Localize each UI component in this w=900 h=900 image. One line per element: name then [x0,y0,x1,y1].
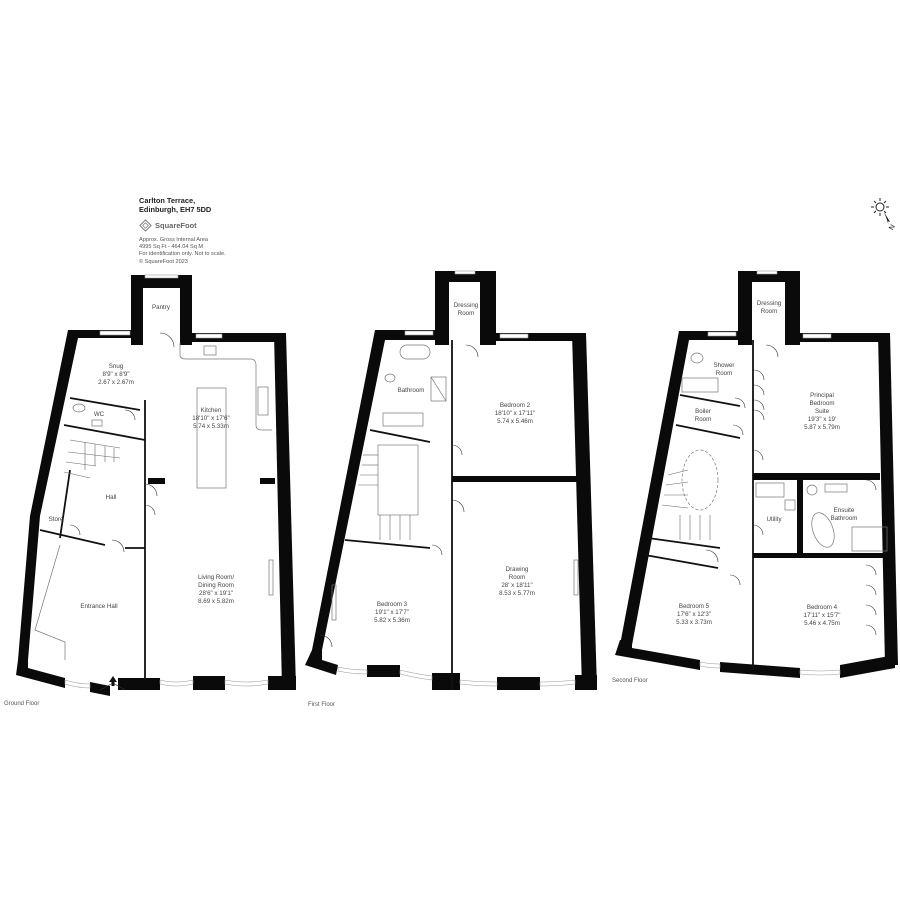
room-label-dressing-room-sf: Dressing [757,300,782,307]
room-label-principal-bedroom-3: Suite [815,408,830,415]
room-label-wc: WC [94,411,105,418]
room-dims-principal: 19'3" x 19' [808,416,836,423]
room-label-bedroom-2: Bedroom 2 [500,402,531,409]
room-label-shower-room: Shower [714,362,735,369]
room-label-kitchen: Kitchen [201,407,222,414]
room-dims-metric-drawing: 8.53 x 5.77m [499,590,535,597]
room-label-boiler-room: Boiler [695,408,711,415]
room-label-dressing-room: Dressing [454,302,479,309]
room-label-store: Store [49,516,64,523]
room-label-living-room: Living Room/ [198,574,234,581]
room-dims-drawing: 28' x 18'11" [501,582,532,589]
floor-label-ground: Ground Floor [4,701,39,707]
brand-name: SquareFoot [155,221,197,230]
room-label-snug: Snug [109,363,124,370]
room-dims-metric-bedroom-5: 5.33 x 3.73m [676,619,712,626]
room-label-principal-bedroom: Principal [810,392,834,399]
room-label-hall: Hall [106,494,117,501]
info-line: For identification only. Not to scale. [139,251,226,258]
room-dims-kitchen: 18'10" x 17'6" [192,415,229,422]
room-dims-living: 28'6" x 19'1" [199,590,233,597]
room-dims-bedroom-4: 17'11" x 15'7" [804,612,841,619]
room-dims-bedroom-3: 19'1" x 17'7" [375,609,409,616]
room-dims-snug: 8'9" x 8'9" [102,371,129,378]
room-label-ensuite: Ensuite [834,507,855,514]
room-label-dressing-room-2: Room [458,310,475,317]
north-label: N [888,224,897,232]
info-line: Approx. Gross Internal Area [139,237,209,243]
room-dims-metric-living: 8.69 x 5.82m [198,598,234,605]
squarefoot-logo-icon [139,219,152,232]
room-dims-bedroom-5: 17'6" x 12'3" [677,611,711,618]
address-line-1: Carlton Terrace, [139,196,196,205]
room-label-boiler-room-2: Room [695,416,712,423]
room-label-entrance-hall: Entrance Hall [80,603,117,610]
room-label-shower-room-2: Room [716,370,733,377]
room-dims-metric-bedroom-2: 5.74 x 5.46m [497,418,533,425]
room-dims-metric-kitchen: 5.74 x 5.33m [193,423,229,430]
compass-sun-icon: N [871,198,897,232]
room-label-dining-room: Dining Room [198,582,234,589]
property-address: Carlton Terrace, Edinburgh, EH7 5DD [139,196,211,214]
room-label-bedroom-3: Bedroom 3 [377,601,408,608]
room-dims-bedroom-2: 18'10" x 17'11" [495,410,535,417]
room-label-drawing-room-2: Room [509,574,526,581]
room-dims-metric-bedroom-4: 5.46 x 4.75m [804,620,840,627]
first-floor-plan: Dressing Room Bathroom Bedroom 2 18'10" … [305,270,597,708]
room-label-bedroom-4: Bedroom 4 [807,604,838,611]
room-label-principal-bedroom-2: Bedroom [809,400,834,407]
room-label-bathroom: Bathroom [398,387,425,394]
room-label-pantry: Pantry [152,304,171,311]
room-label-bedroom-5: Bedroom 5 [679,603,710,610]
room-dims-metric-bedroom-3: 5.82 x 5.36m [374,617,410,624]
info-line: 4995 Sq Ft - 464.04 Sq M [139,244,204,251]
room-label-dressing-room-sf-2: Room [761,308,778,315]
room-label-drawing-room: Drawing [506,566,529,573]
info-line: © SquareFoot 2023 [139,258,188,265]
address-line-2: Edinburgh, EH7 5DD [139,205,212,214]
floor-label-first: First Floor [308,702,335,708]
second-floor-plan: Dressing Room Shower Room Boiler Room Pr… [612,270,898,684]
brand-logo: SquareFoot [139,219,197,232]
floor-label-second: Second Floor [612,678,648,684]
entrance-arrow-icon [109,676,117,686]
room-dims-metric-principal: 5.87 x 5.79m [804,424,840,431]
room-label-utility: Utility [766,516,782,523]
room-dims-metric-snug: 2.67 x 2.67m [98,379,134,386]
room-label-ensuite-2: Bathroom [831,515,858,522]
area-info: Approx. Gross Internal Area 4995 Sq Ft -… [139,237,226,266]
ground-floor-plan: Pantry Snug 8'9" x 8'9" 2.67 x 2.67m Kit… [4,274,296,707]
